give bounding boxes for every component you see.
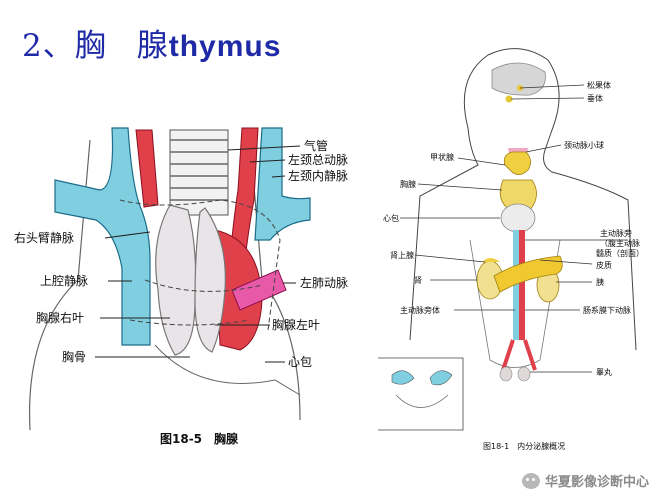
label-abdominal-aorta: （腹主动脉 bbox=[600, 238, 640, 248]
thymus-figure: 气管 左颈总动脉 左颈内静脉 右头臂静脉 上腔静脉 左肺动脉 胸腺右叶 胸腺左叶… bbox=[14, 127, 348, 446]
label-pancreas: 胰 bbox=[596, 277, 604, 287]
label-pericardium: 心包 bbox=[288, 355, 312, 369]
wechat-logo-icon bbox=[521, 472, 540, 489]
label-sternum: 胸骨 bbox=[62, 349, 86, 364]
label-thyroid: 甲状腺 bbox=[430, 152, 454, 162]
left-figure-labels: 气管 左颈总动脉 左颈内静脉 右头臂静脉 上腔静脉 左肺动脉 胸腺右叶 胸腺左叶… bbox=[14, 138, 348, 369]
thymus-left-lobe bbox=[194, 207, 226, 353]
label-kidney: 肾 bbox=[414, 276, 422, 285]
label-para-aortic: 主动脉旁 bbox=[600, 228, 632, 238]
label-pituitary: 垂体 bbox=[587, 93, 603, 103]
endocrine-figure: 松果体 垂体 颈动脉小球 甲状腺 胸腺 心包 主动脉旁 （腹主动脉 髓质（剖面）… bbox=[378, 48, 644, 451]
right-figure-caption: 图18-1 内分泌腺概况 bbox=[483, 441, 565, 451]
label-carotid-body: 颈动脉小球 bbox=[564, 140, 604, 150]
trachea bbox=[169, 129, 229, 216]
label-testis: 睾丸 bbox=[596, 367, 612, 377]
label-inferior-mesenteric-artery: 肠系膜下动脉 bbox=[583, 305, 631, 315]
slide-title: 2、胸腺thymus bbox=[22, 20, 281, 65]
watermark: 华夏影像诊断中心 bbox=[521, 471, 649, 490]
label-para-aortic-body: 主动脉旁体 bbox=[400, 305, 440, 315]
label-medulla: 髓质（剖面） bbox=[596, 248, 644, 258]
label-pineal: 松果体 bbox=[587, 80, 611, 90]
label-superior-vena-cava: 上腔静脉 bbox=[40, 273, 88, 288]
inset-detail bbox=[378, 357, 464, 431]
left-figure-caption: 图18-5 胸腺 bbox=[160, 431, 239, 446]
title-suffix: 腺 bbox=[136, 28, 169, 64]
label-left-internal-jugular: 左颈内静脉 bbox=[288, 168, 348, 183]
label-adrenal: 肾上腺 bbox=[390, 250, 414, 260]
label-right-brachiocephalic-vein: 右头臂静脉 bbox=[14, 230, 74, 245]
label-pericardium-right: 心包 bbox=[383, 213, 399, 223]
watermark-text: 华夏影像诊断中心 bbox=[544, 475, 649, 490]
label-thymus-right-lobe: 胸腺右叶 bbox=[36, 310, 84, 325]
title-english: thymus bbox=[168, 30, 282, 63]
thymus-right-lobe bbox=[155, 204, 197, 356]
label-left-common-carotid: 左颈总动脉 bbox=[288, 152, 348, 167]
label-cortex: 皮质 bbox=[596, 260, 612, 270]
right-figure-labels: 松果体 垂体 颈动脉小球 甲状腺 胸腺 心包 主动脉旁 （腹主动脉 髓质（剖面）… bbox=[383, 80, 644, 377]
label-thymus-left-lobe: 胸腺左叶 bbox=[272, 317, 320, 332]
label-trachea: 气管 bbox=[304, 138, 328, 153]
title-prefix: 2、胸 bbox=[22, 28, 107, 64]
label-thymus: 胸腺 bbox=[400, 179, 416, 189]
label-left-pulmonary-artery: 左肺动脉 bbox=[300, 275, 348, 290]
